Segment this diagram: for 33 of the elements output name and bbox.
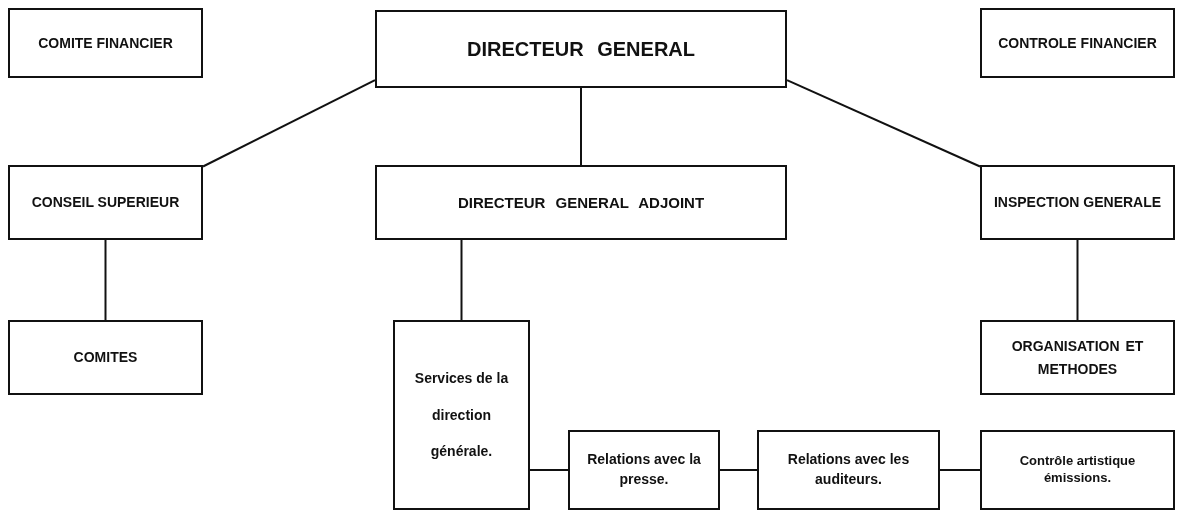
org-box [980,430,1175,510]
box-label: Contrôle artistique émissions. [1018,452,1137,487]
box-label: CONSEIL SUPERIEUR [30,193,181,213]
box-label: INSPECTION GENERALE [992,193,1163,213]
org-box [375,165,787,240]
box-label: Services de la direction générale. [413,369,510,462]
connector-line [1076,239,1079,321]
org-box [568,430,720,510]
connector-line [580,87,582,166]
connector-line [460,239,463,321]
org-box [8,320,203,395]
connector-line [104,239,107,321]
box-label: COMITE FINANCIER [37,33,174,53]
org-box [980,8,1175,78]
box-label: COMITES [72,347,139,367]
connector-line [939,469,981,471]
connector-line [719,469,758,471]
org-box [393,320,530,510]
org-box [8,165,203,240]
org-box [980,320,1175,395]
org-box [8,8,203,78]
connector-line [786,79,981,168]
box-label: ORGANISATION ET METHODES [1010,337,1145,379]
connector-line [529,469,569,471]
org-box [980,165,1175,240]
box-label: Relations avec les auditeurs. [786,450,911,489]
box-label: Relations avec la presse. [586,450,702,489]
connector-line [202,79,376,168]
box-label: DIRECTEUR GENERAL [466,37,696,62]
box-label: DIRECTEUR GENERAL ADJOINT [456,192,706,213]
org-box [375,10,787,88]
box-label: CONTROLE FINANCIER [997,33,1158,53]
org-box [757,430,940,510]
